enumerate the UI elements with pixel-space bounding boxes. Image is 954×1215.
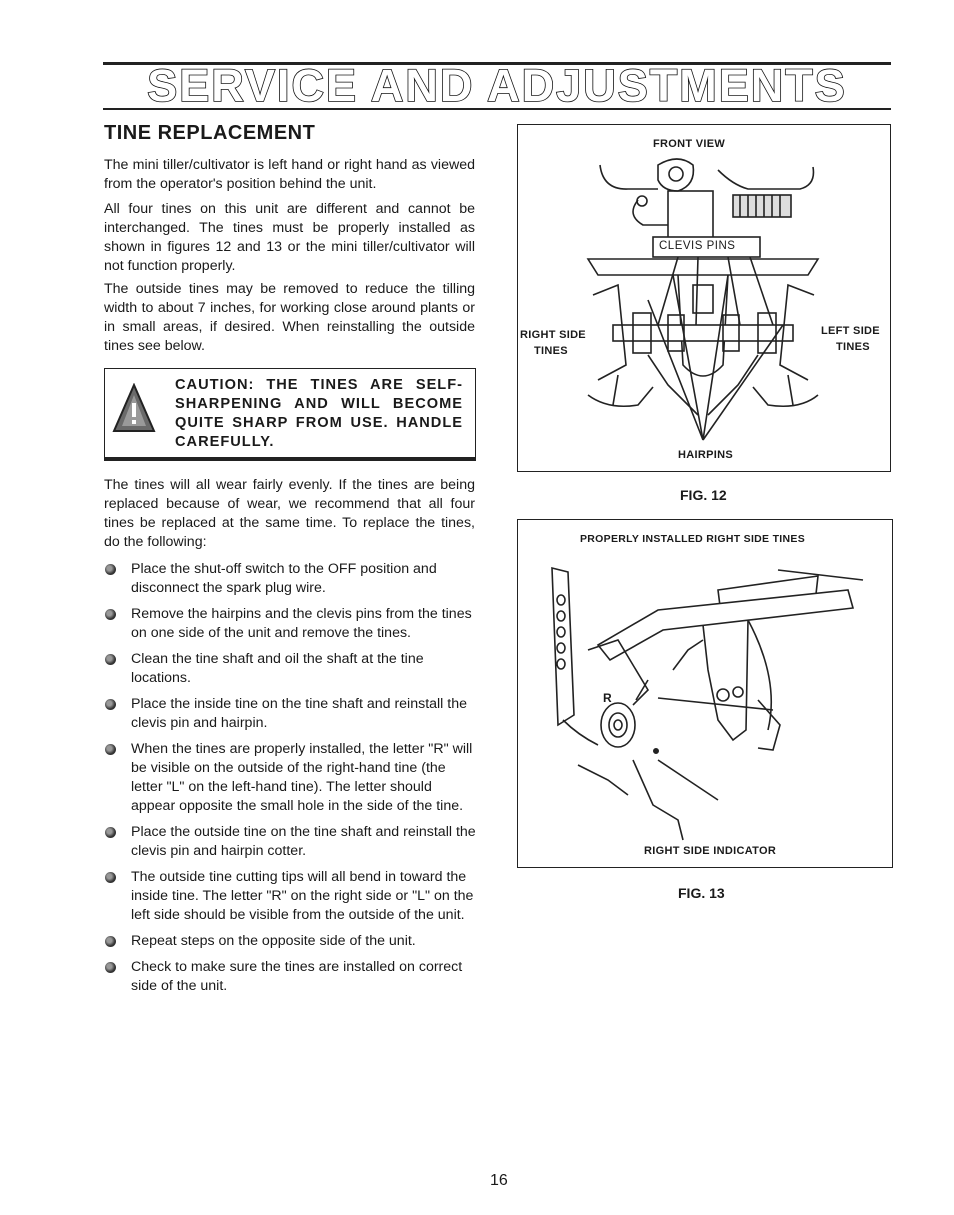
title-rule-top	[103, 62, 891, 65]
bullet-icon	[105, 962, 116, 973]
list-item: The outside tine cutting tips will all b…	[104, 868, 476, 925]
bullet-icon	[105, 564, 116, 575]
bullet-icon	[105, 609, 116, 620]
step-text: When the tines are properly installed, t…	[131, 741, 473, 814]
warning-triangle-icon	[112, 383, 156, 432]
step-text: Place the outside tine on the tine shaft…	[131, 824, 476, 859]
list-item: Place the outside tine on the tine shaft…	[104, 823, 476, 861]
list-item: Check to make sure the tines are install…	[104, 958, 476, 996]
right-side-label-line1: RIGHT SIDE	[520, 329, 586, 341]
bullet-icon	[105, 827, 116, 838]
list-item: Repeat steps on the opposite side of the…	[104, 932, 476, 951]
step-text: Place the shut-off switch to the OFF pos…	[131, 561, 437, 596]
caution-box: CAUTION: THE TINES ARE SELF-SHARPENING A…	[104, 368, 476, 461]
step-text: Repeat steps on the opposite side of the…	[131, 933, 416, 949]
fig13-caption: FIG. 13	[678, 885, 725, 901]
bullet-icon	[105, 936, 116, 947]
steps-list: Place the shut-off switch to the OFF pos…	[104, 560, 476, 1003]
paragraph-outside-tines: The outside tines may be removed to redu…	[104, 281, 475, 354]
tiller-front-view-illustration	[586, 158, 820, 441]
section-heading: TINE REPLACEMENT	[104, 122, 316, 144]
right-side-label-line2: TINES	[534, 345, 568, 357]
bullet-icon	[105, 872, 116, 883]
caution-text: CAUTION: THE TINES ARE SELF-SHARPENING A…	[175, 377, 463, 450]
list-item: Place the inside tine on the tine shaft …	[104, 695, 476, 733]
paragraph-interchange: All four tines on this unit are differen…	[104, 201, 475, 274]
paragraph-intro: The tines will all wear fairly evenly. I…	[104, 477, 475, 550]
list-item: Remove the hairpins and the clevis pins …	[104, 605, 476, 643]
right-side-indicator-label: RIGHT SIDE INDICATOR	[644, 845, 777, 857]
title-rule-bottom	[103, 108, 891, 110]
clevis-pins-label: CLEVIS PINS	[659, 240, 736, 252]
left-side-label-line1: LEFT SIDE	[821, 325, 880, 337]
bullet-icon	[105, 699, 116, 710]
list-item: When the tines are properly installed, t…	[104, 740, 476, 816]
list-item: Place the shut-off switch to the OFF pos…	[104, 560, 476, 598]
paragraph-handedness: The mini tiller/cultivator is left hand …	[104, 157, 475, 192]
fig13-title: PROPERLY INSTALLED RIGHT SIDE TINES	[580, 533, 806, 545]
figure-12: FRONT VIEW	[517, 124, 891, 472]
left-side-label-line2: TINES	[836, 341, 870, 353]
bullet-icon	[105, 744, 116, 755]
right-side-tines-illustration	[551, 566, 864, 841]
step-text: Check to make sure the tines are install…	[131, 959, 463, 994]
step-text: The outside tine cutting tips will all b…	[131, 869, 474, 923]
page-number: 16	[490, 1172, 508, 1189]
list-item: Clean the tine shaft and oil the shaft a…	[104, 650, 476, 688]
step-text: Place the inside tine on the tine shaft …	[131, 696, 467, 731]
fig12-caption: FIG. 12	[680, 487, 727, 503]
right-side-letter: R	[603, 691, 612, 705]
step-text: Remove the hairpins and the clevis pins …	[131, 606, 472, 641]
bullet-icon	[105, 654, 116, 665]
figure-13: PROPERLY INSTALLED RIGHT SIDE TINES	[517, 519, 893, 868]
fig12-title: FRONT VIEW	[653, 138, 726, 150]
page-title: SERVICE AND ADJUSTMENTS	[146, 60, 847, 111]
hairpins-label: HAIRPINS	[678, 449, 733, 461]
step-text: Clean the tine shaft and oil the shaft a…	[131, 651, 424, 686]
